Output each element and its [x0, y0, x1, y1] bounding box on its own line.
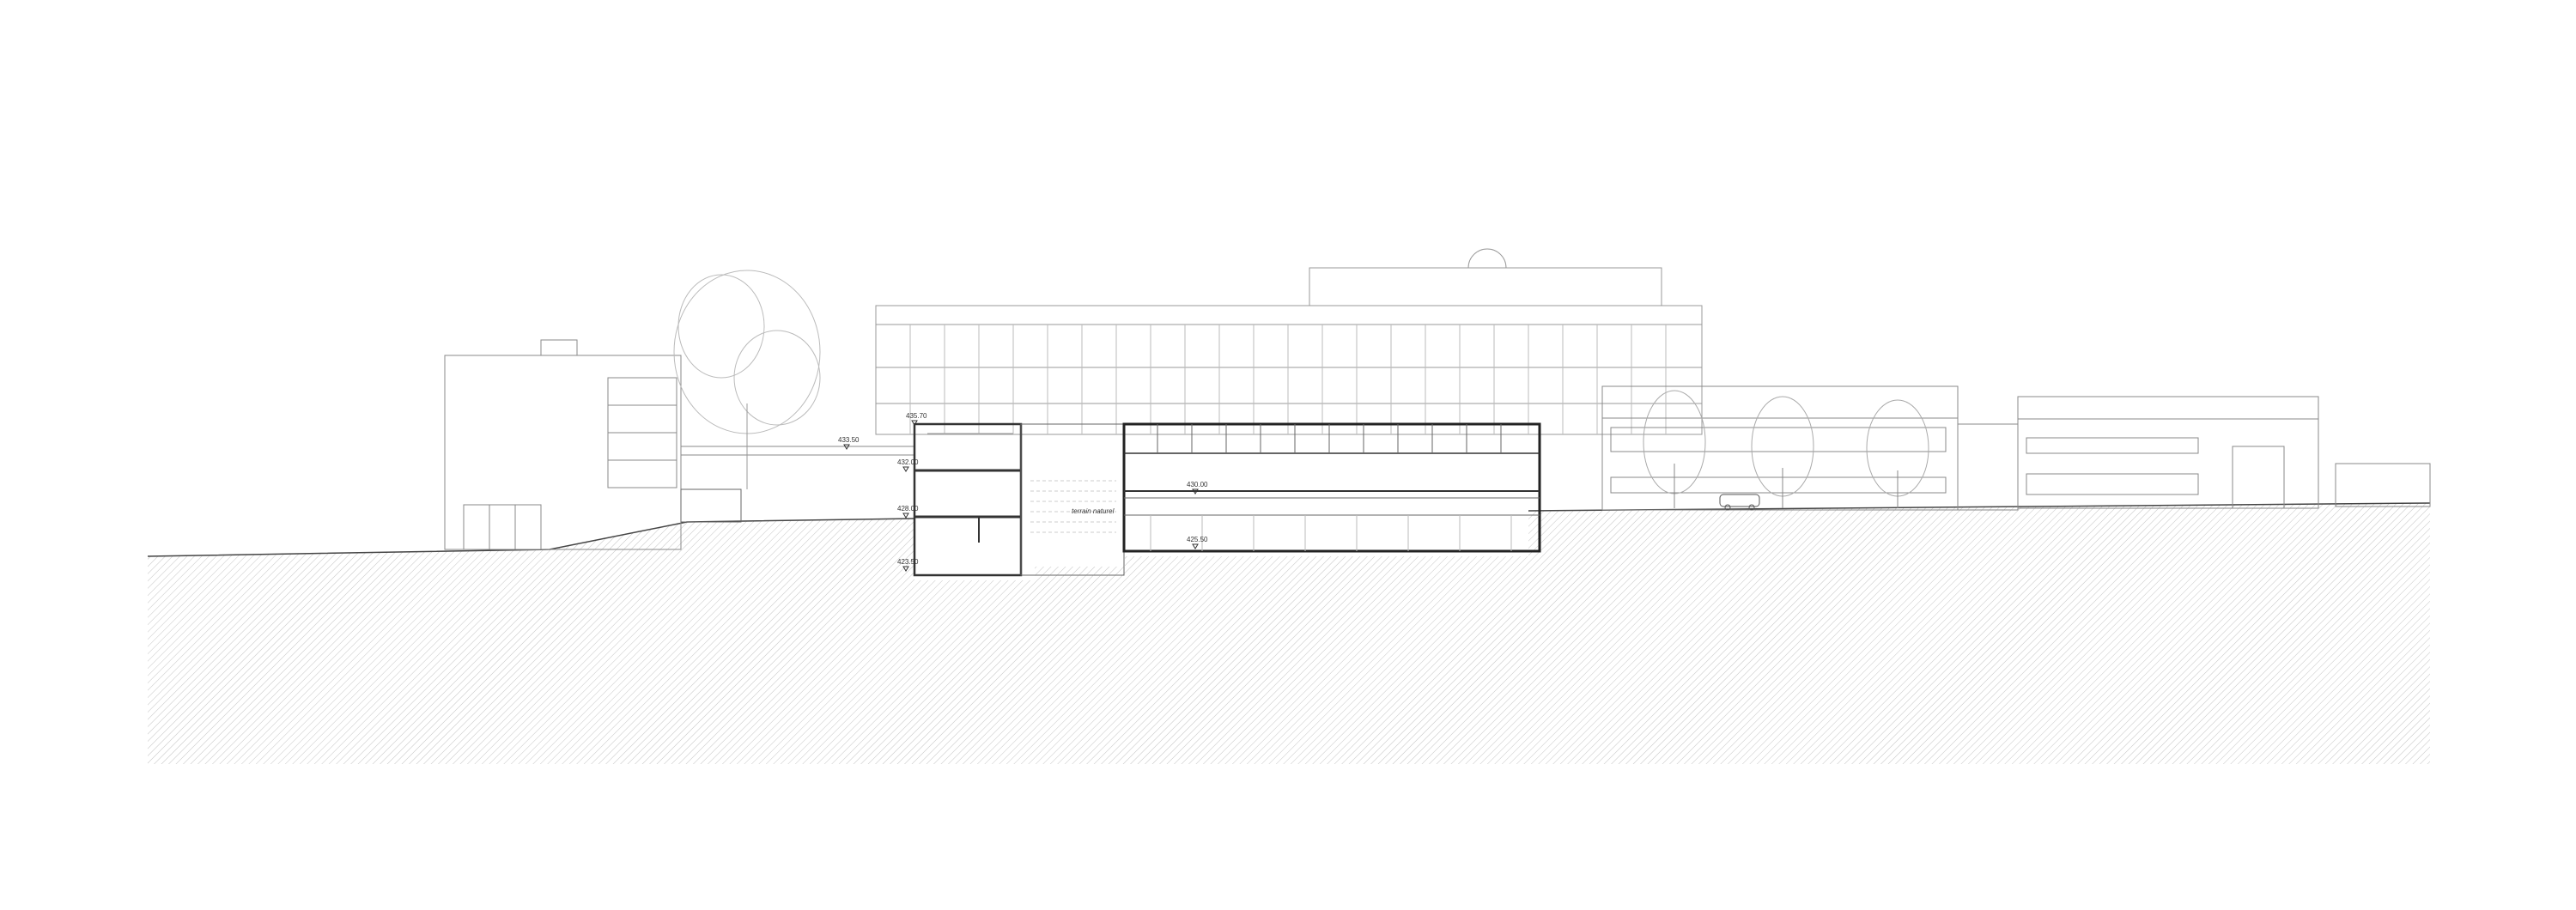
left-building [444, 339, 914, 550]
terrain-label: terrain naturel [1072, 507, 1115, 515]
level-marker: 433.50 [838, 436, 860, 450]
right-buildings [1601, 385, 2431, 511]
left-tree [673, 270, 821, 489]
svg-text:432.00: 432.00 [897, 458, 919, 466]
right-trees [1643, 390, 1929, 508]
level-markers: 435.70 433.50 432.00 430.00 428.00 425.5… [838, 412, 1208, 572]
ground [147, 502, 2431, 764]
main-section [913, 422, 1541, 577]
car-icon [1719, 494, 1760, 511]
background-building [875, 248, 1703, 435]
level-marker: 428.00 [897, 505, 919, 519]
svg-text:423.50: 423.50 [897, 558, 919, 566]
svg-text:425.50: 425.50 [1187, 536, 1208, 543]
level-marker: 430.00 [1187, 481, 1208, 494]
level-marker: 425.50 [1187, 536, 1208, 549]
svg-text:435.70: 435.70 [906, 412, 927, 420]
svg-text:433.50: 433.50 [838, 436, 860, 444]
level-marker: 423.50 [897, 558, 919, 572]
svg-text:428.00: 428.00 [897, 505, 919, 513]
level-marker: 432.00 [897, 458, 919, 472]
svg-text:430.00: 430.00 [1187, 481, 1208, 488]
level-marker: 435.70 [906, 412, 927, 426]
